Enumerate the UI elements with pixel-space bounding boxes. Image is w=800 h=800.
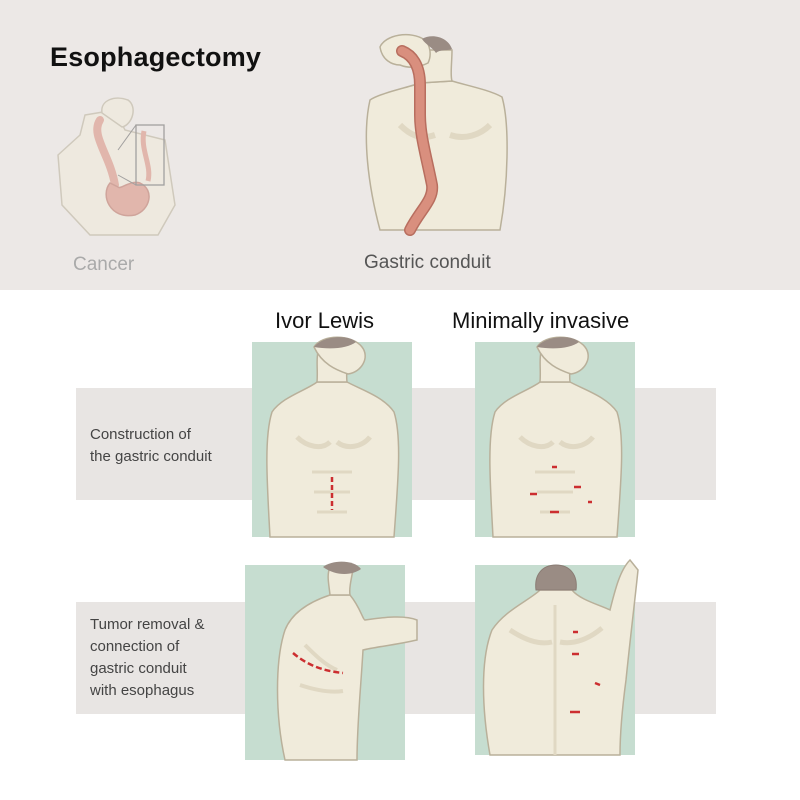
conduit-illustration xyxy=(365,33,508,236)
back-torso xyxy=(482,558,639,756)
caption-cancer: Cancer xyxy=(73,254,135,275)
row-label-tumor-removal: Tumor removal & connection of gastric co… xyxy=(90,614,204,702)
cancer-torso xyxy=(57,109,176,236)
ivor-lewis-side-illustration xyxy=(245,561,418,761)
side-torso xyxy=(276,594,418,761)
conduit-torso xyxy=(365,80,508,231)
row-label-construction: Construction of the gastric conduit xyxy=(90,424,212,468)
row-label-line: connection of xyxy=(90,638,180,655)
row-label-line: Construction of xyxy=(90,426,191,443)
front-torso xyxy=(489,381,623,538)
front-hair xyxy=(537,337,579,349)
caption-gastric-conduit: Gastric conduit xyxy=(364,252,491,273)
conduit-hair xyxy=(422,36,452,53)
cancer-head xyxy=(101,97,134,128)
page-title: Esophagectomy xyxy=(50,42,262,72)
minimally-invasive-back-illustration xyxy=(475,558,639,756)
row-label-line: Tumor removal & xyxy=(90,616,205,633)
cancer-stomach xyxy=(105,181,150,217)
column-header-minimally-invasive: Minimally invasive xyxy=(452,308,630,333)
front-hair xyxy=(314,337,356,349)
ivor-lewis-front-illustration xyxy=(252,336,412,538)
cancer-zoom-box xyxy=(135,124,165,186)
port-incision xyxy=(594,681,601,687)
row-label-line: the gastric conduit xyxy=(90,448,212,465)
incision-thoracotomy xyxy=(292,652,344,675)
column-header-ivor-lewis: Ivor Lewis xyxy=(275,308,375,333)
back-head xyxy=(535,564,577,591)
cancer-esophagus xyxy=(93,116,119,189)
cancer-illustration xyxy=(57,97,176,236)
front-torso xyxy=(266,381,400,538)
side-hair xyxy=(323,561,361,574)
row-label-line: with esophagus xyxy=(90,682,195,699)
row-label-line: gastric conduit xyxy=(90,660,187,677)
minimally-invasive-front-illustration xyxy=(475,336,635,538)
